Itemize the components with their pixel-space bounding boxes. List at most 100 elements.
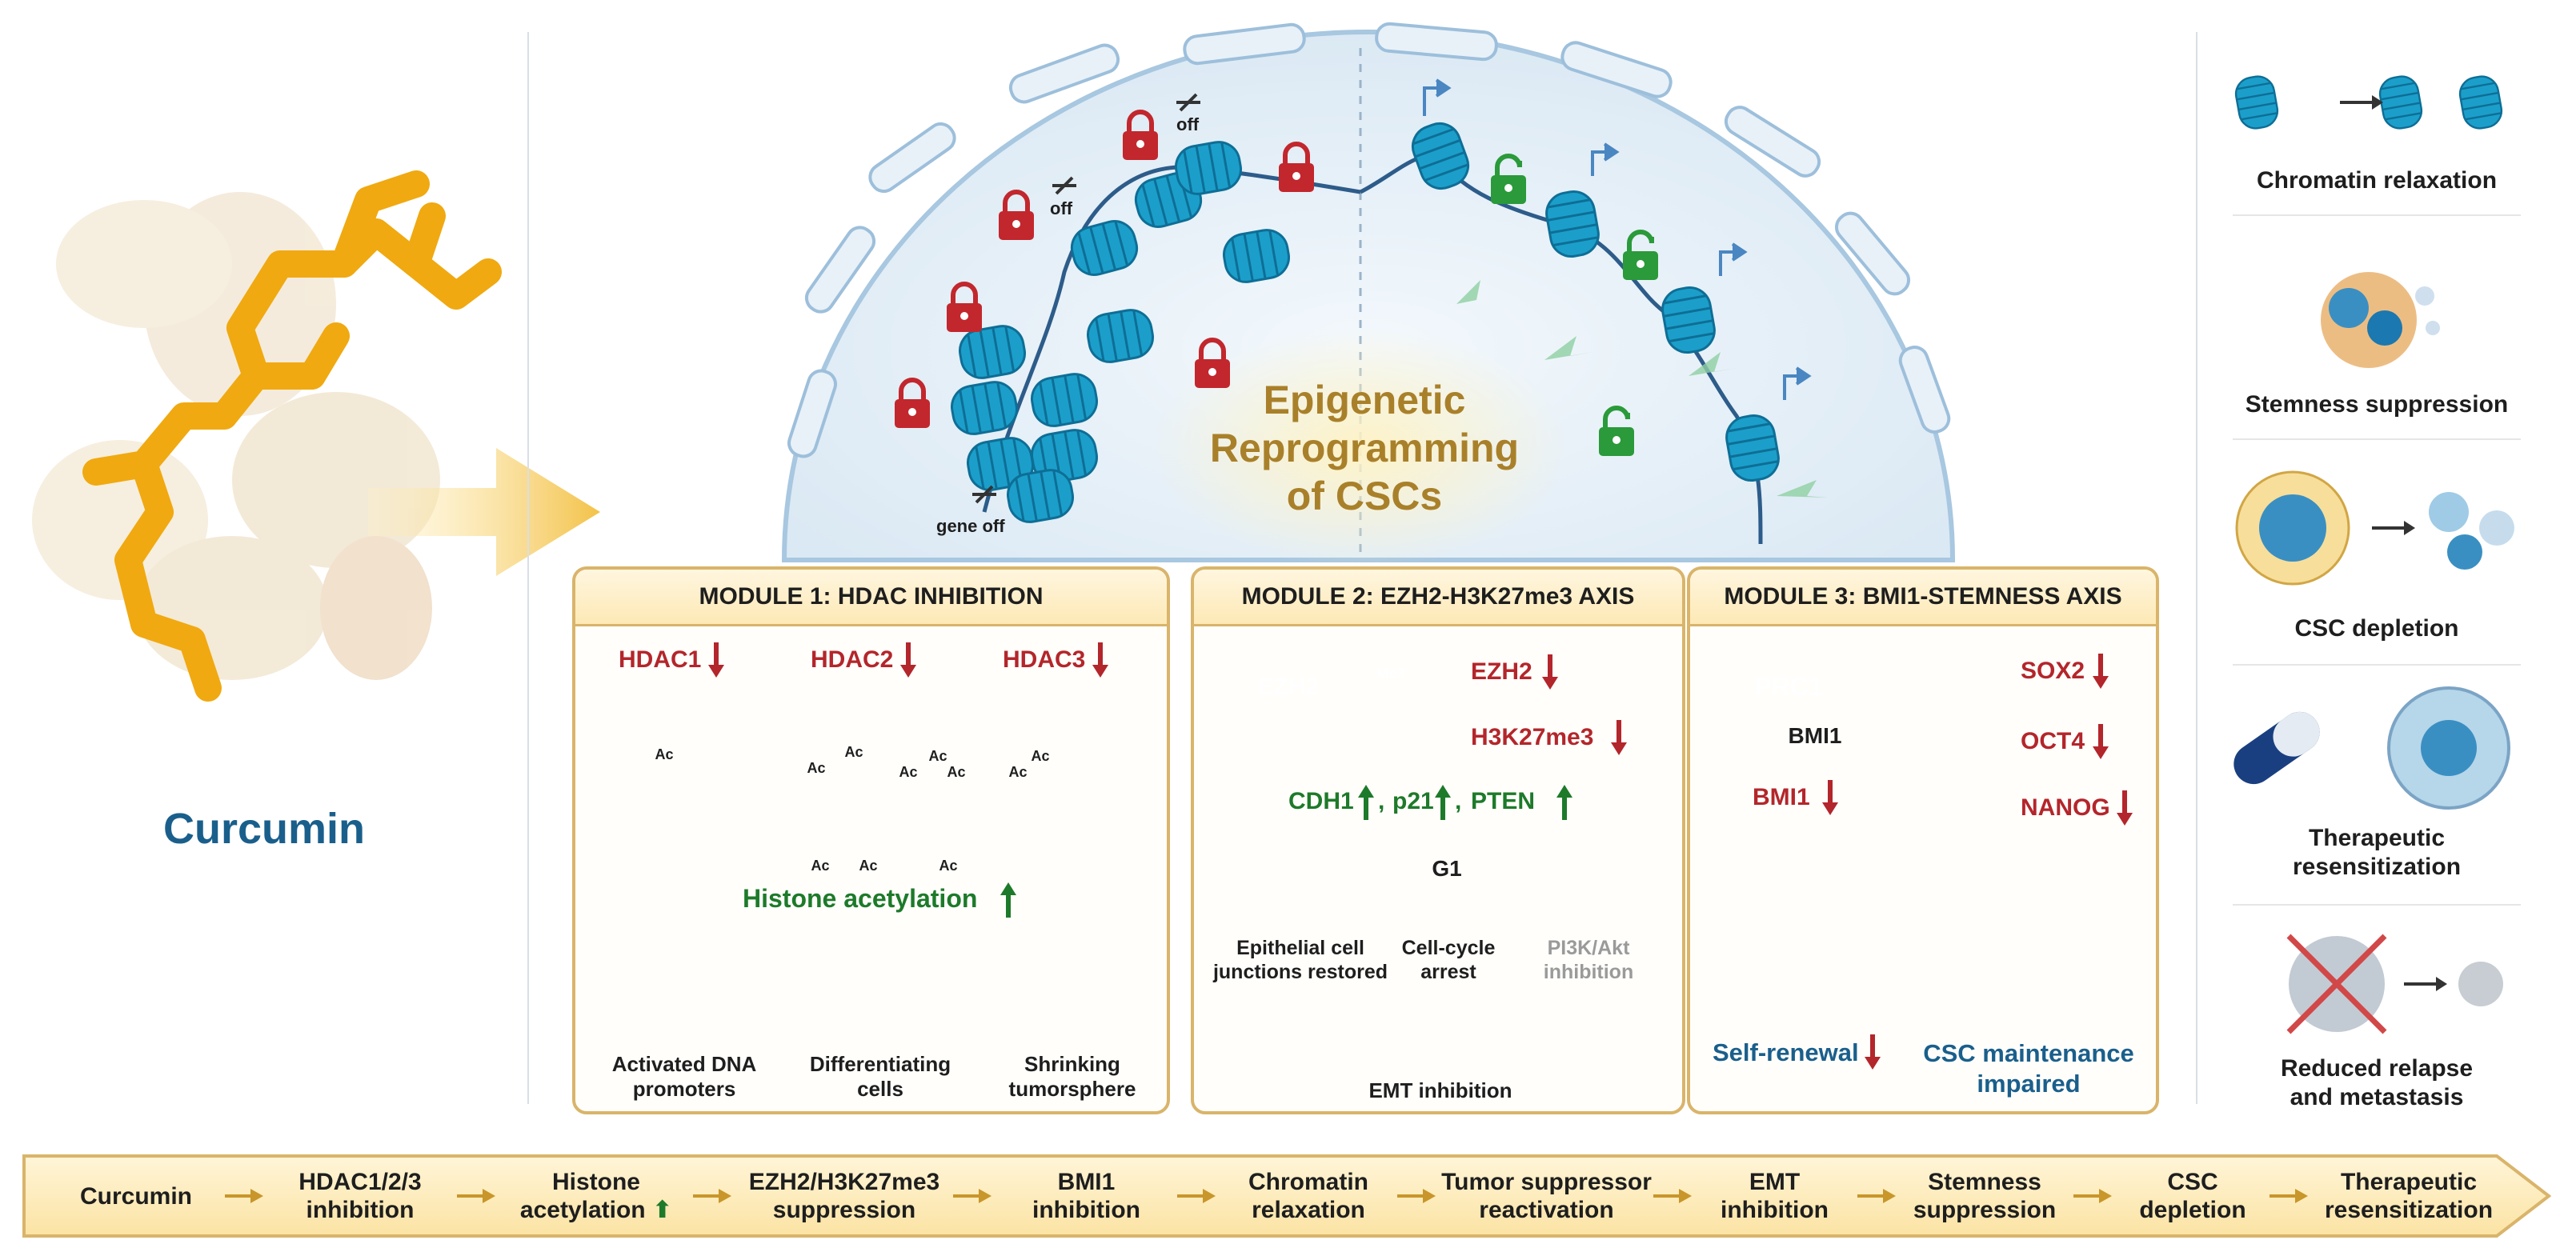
down-arrow-icon xyxy=(708,642,724,678)
module-2-title: MODULE 2: EZH2-H3K27me3 AXIS xyxy=(1194,570,1682,626)
central-title-line: Reprogramming xyxy=(1209,426,1520,470)
ac-label: Ac xyxy=(947,764,966,780)
ac-label: Ac xyxy=(1031,748,1050,764)
hdac2-label: HDAC2 xyxy=(811,646,894,673)
down-arrow-icon xyxy=(1092,642,1108,678)
ac-label: Ac xyxy=(899,764,918,780)
outcome-line: promoters xyxy=(632,1077,736,1101)
outcome-line: Activated DNA xyxy=(611,1052,757,1076)
flow-step-line: EMT xyxy=(1749,1169,1801,1195)
off-label: off xyxy=(1050,198,1073,218)
ginger-root-illustration xyxy=(32,192,440,680)
central-title: Epigenetic Reprogramming of CSCs xyxy=(1104,376,1625,520)
effect-line: junctions restored xyxy=(1212,961,1388,983)
gene-off-marks xyxy=(972,93,1200,504)
flow-band xyxy=(22,1154,2552,1238)
down-arrow-icon xyxy=(1822,780,1838,815)
outcome-line: cells xyxy=(857,1077,903,1101)
csc-maintenance-label: CSC maintenance impaired xyxy=(1913,1038,2145,1099)
flow-step-line: inhibition xyxy=(1032,1197,1140,1223)
h3k27me3-down-label: H3K27me3 xyxy=(1471,724,1594,750)
divider xyxy=(2233,438,2521,440)
sox2-label: SOX2 xyxy=(2021,658,2085,684)
module-1-title: MODULE 1: HDAC INHIBITION xyxy=(575,570,1167,626)
flow-step-line: suppression xyxy=(1913,1197,2057,1223)
histone-acetylation-label: Histone acetylation xyxy=(743,884,978,913)
flow-step-line: Chromatin xyxy=(1248,1169,1368,1195)
central-title-line: Epigenetic xyxy=(1263,378,1466,422)
flow-step-line: EZH2/H3K27me3 xyxy=(748,1169,940,1195)
bmi1-down-label: BMI1 xyxy=(1753,784,1810,810)
flow-step-line: Tumor suppressor xyxy=(1441,1169,1652,1195)
hdac1-label: HDAC1 xyxy=(619,646,702,673)
hdac3-label: HDAC3 xyxy=(1003,646,1086,673)
activation-arrows xyxy=(1456,280,1828,498)
right-outcome-label: Therapeutic resensitization xyxy=(2209,824,2545,882)
effect-line: Cell-cycle xyxy=(1401,937,1496,959)
curcumin-arrow-icon xyxy=(368,448,600,576)
right-outcome-label: Reduced relapse and metastasis xyxy=(2209,1054,2545,1112)
down-arrow-icon xyxy=(2093,724,2109,759)
me3-label: Me3 xyxy=(1376,666,1405,682)
down-arrow-icon xyxy=(900,642,916,678)
ac-label: Ac xyxy=(928,748,947,764)
up-arrow-icon xyxy=(1435,785,1451,820)
ac-label: Ac xyxy=(811,858,830,874)
flow-step-line: relaxation xyxy=(1252,1197,1365,1223)
right-outcome-line: and metastasis xyxy=(2290,1084,2464,1110)
self-renewal-label: Self-renewal xyxy=(1713,1038,1859,1066)
effect-line: arrest xyxy=(1420,961,1476,983)
down-arrow-icon xyxy=(1611,720,1627,755)
flow-step-line: reactivation xyxy=(1479,1197,1614,1223)
effect-line: inhibition xyxy=(1543,961,1634,983)
nanog-label: NANOG xyxy=(2021,794,2110,821)
csc-maintenance-line: impaired xyxy=(1977,1070,2081,1098)
right-outcome-line: Therapeutic xyxy=(2308,825,2446,851)
module-3-title: MODULE 3: BMI1-STEMNESS AXIS xyxy=(1690,570,2156,626)
effect-line: PI3K/Akt xyxy=(1547,937,1630,959)
module-1: MODULE 1: HDAC INHIBITION xyxy=(572,566,1170,1114)
outcome-line: Shrinking xyxy=(1024,1052,1120,1076)
flow-step: Curcumin xyxy=(48,1164,224,1228)
right-outcome-line: Reduced relapse xyxy=(2280,1055,2474,1082)
flow-step-line: HDAC1/2/3 xyxy=(298,1169,422,1195)
up-arrow-icon xyxy=(1358,785,1374,820)
up-arrow-icon xyxy=(1556,785,1572,820)
flow-step-line: BMI1 xyxy=(1057,1169,1116,1195)
ac-label: Ac xyxy=(807,760,826,776)
outcome-label: Shrinking tumorsphere xyxy=(988,1052,1156,1102)
effect-line: Epithelial cell xyxy=(1236,937,1364,959)
down-arrow-icon xyxy=(2093,654,2109,689)
cdh1-label: CDH1 xyxy=(1288,788,1354,814)
flow-step-line: depletion xyxy=(2139,1197,2246,1223)
pten-label: PTEN xyxy=(1471,788,1536,814)
nucleus-illustration xyxy=(781,22,1956,568)
right-outcome-line: resensitization xyxy=(2292,854,2462,880)
module-2: MODULE 2: EZH2-H3K27me3 AXIS xyxy=(1191,566,1685,1114)
flow-step-line: Histone xyxy=(551,1169,640,1195)
right-outcome-line: Stemness suppression xyxy=(2245,391,2509,418)
emt-inhibition-label: EMT inhibition xyxy=(1368,1078,1512,1102)
central-title-line: of CSCs xyxy=(1286,474,1443,518)
prc1-label: PRC1 xyxy=(1754,672,1823,701)
module-3: MODULE 3: BMI1-STEMNESS AXIS xyxy=(1687,566,2159,1114)
effect-label: PI3K/Akt inhibition xyxy=(1532,936,1645,984)
flow-step-line: Stemness xyxy=(1928,1169,2041,1195)
gene-off-label: gene off xyxy=(936,516,1005,536)
right-outcome-graphics xyxy=(2232,73,2514,1034)
down-arrow-icon xyxy=(1865,1034,1881,1070)
down-arrow-icon xyxy=(1542,654,1558,690)
effect-label: Epithelial cell junctions restored xyxy=(1212,936,1388,984)
ac-label: Ac xyxy=(859,858,878,874)
flow-step-line: Therapeutic xyxy=(2340,1169,2478,1195)
flow-step-line: inhibition xyxy=(306,1197,415,1223)
up-arrow-icon xyxy=(1000,882,1016,918)
